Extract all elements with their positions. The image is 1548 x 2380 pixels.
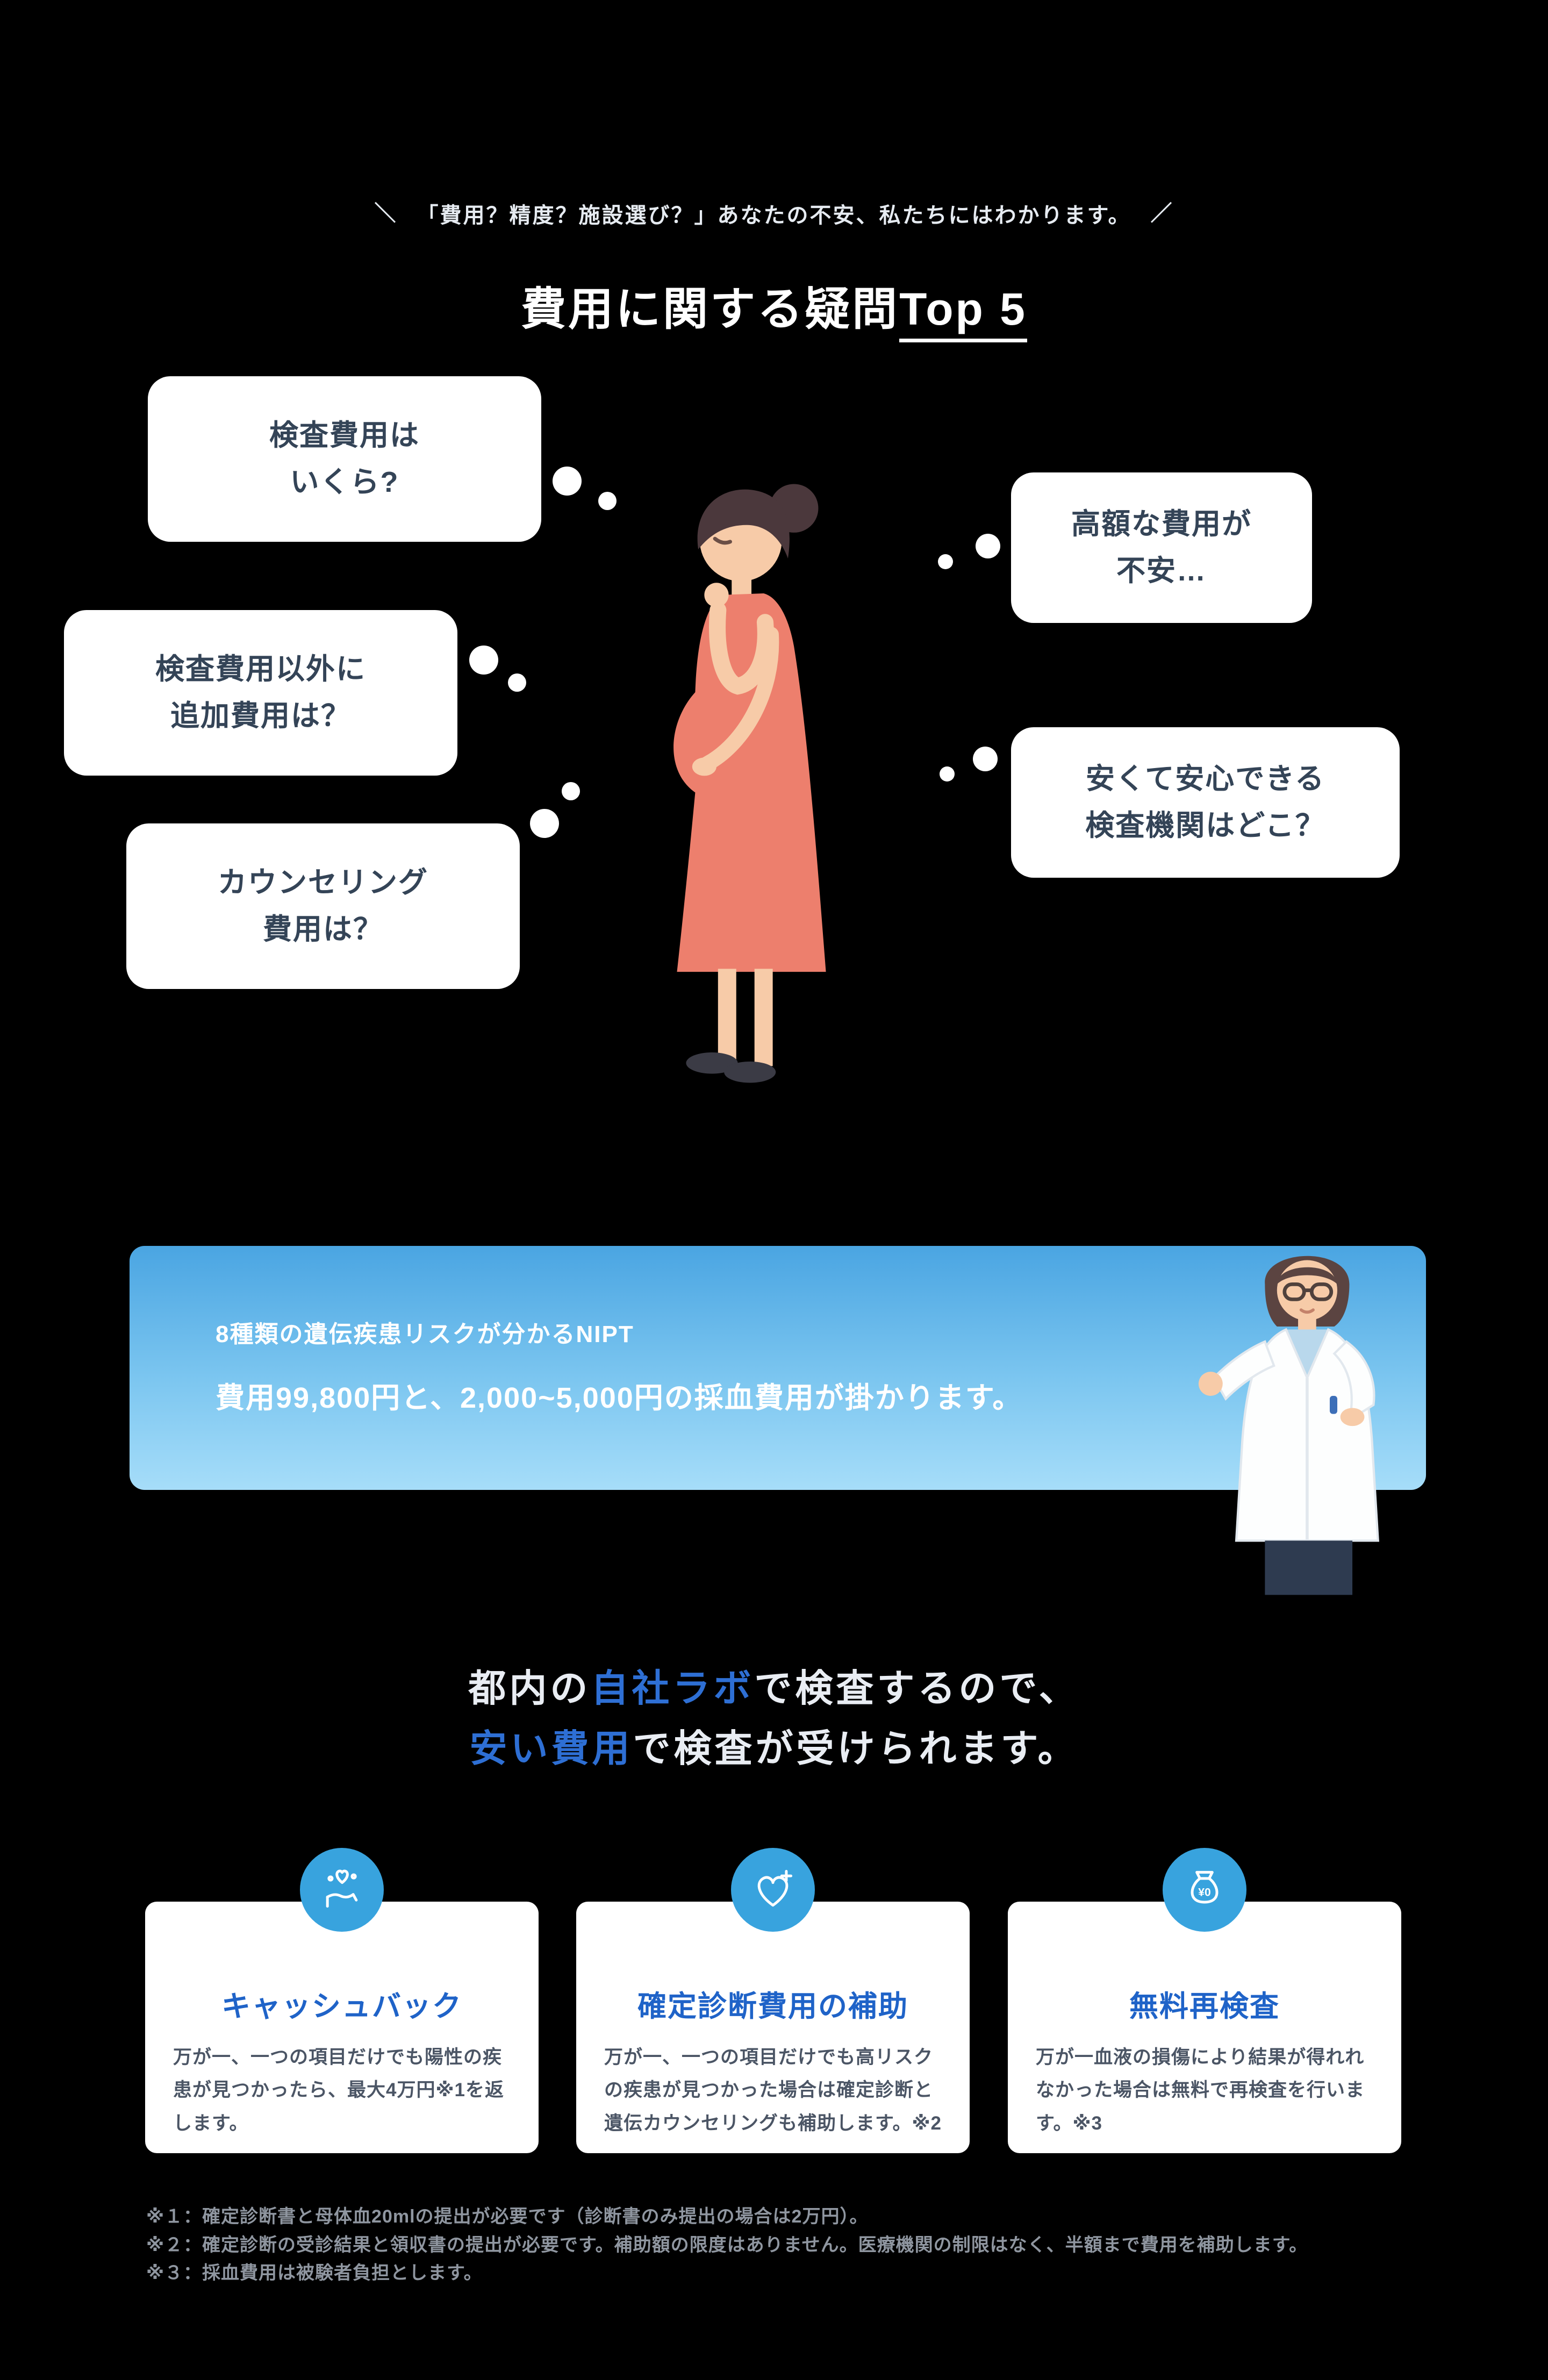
bubble-line: 検査費用は bbox=[269, 419, 420, 452]
footnote-2: ※２：確定診断の受診結果と領収書の提出が必要です。補助額の限度はありません。医療… bbox=[146, 2234, 1308, 2255]
headline-text: で検査するので、 bbox=[754, 1667, 1080, 1709]
bubble-line: いくら? bbox=[290, 466, 399, 498]
bubble-line: 不安… bbox=[1116, 555, 1207, 587]
thought-dot bbox=[469, 646, 498, 675]
benefit-card-cashback: キャッシュバック 万が一、一つの項目だけでも陽性の疾患が見つかったら、最大4万円… bbox=[145, 1848, 539, 2153]
headline-highlight: 安い費用 bbox=[469, 1727, 633, 1769]
pregnant-woman-illustration bbox=[673, 484, 826, 1083]
section-title-top5: Top 5 bbox=[899, 284, 1027, 342]
money-bag-icon: ¥0 bbox=[1163, 1848, 1246, 1932]
benefit-card-diagnosis-subsidy: 確定診断費用の補助 万が一、一つの項目だけでも高リスクの疾患が見つかった場合は確… bbox=[576, 1848, 970, 2153]
thought-dot bbox=[553, 467, 582, 496]
bubble-line: カウンセリング bbox=[218, 866, 428, 899]
bubble-line: 検査機関はどこ？ bbox=[1085, 809, 1325, 842]
lab-headline-line2: 安い費用で検査が受けられます。 bbox=[0, 1718, 1548, 1779]
bubble-line: 高額な費用が bbox=[1071, 508, 1252, 541]
thought-dot bbox=[508, 673, 526, 692]
bubble-line: 検査費用以外に bbox=[155, 653, 366, 686]
section-title: 費用に関する疑問Top 5 bbox=[0, 273, 1548, 342]
card-title: キャッシュバック bbox=[221, 1990, 462, 2023]
card-body: 万が一血液の損傷により結果が得れれなかった場合は無料で再検査を行います。※3 bbox=[1036, 2047, 1365, 2134]
money-bag-zero-label: ¥0 bbox=[1198, 1887, 1210, 1899]
headline-text: で検査が受けられます。 bbox=[633, 1727, 1079, 1769]
headline-text: 都内の bbox=[468, 1667, 591, 1709]
thought-bubble-cheap-safe: 安くて安心できる 検査機関はどこ？ bbox=[1011, 727, 1400, 878]
card-body: 万が一、一つの項目だけでも陽性の疾患が見つかったら、最大4万円※1を返します。 bbox=[173, 2047, 504, 2134]
thought-dot bbox=[530, 809, 559, 838]
cashback-hand-heart-icon bbox=[300, 1848, 384, 1932]
footnote-1: ※１：確定診断書と母体血20mlの提出が必要です（診断書のみ提出の場合は2万円）… bbox=[146, 2206, 869, 2227]
thought-dot bbox=[598, 492, 617, 510]
banner-line2: 費用99,800円と、2,000~5,000円の採血費用が掛かります。 bbox=[216, 1382, 1023, 1414]
tagline: ＼ 「費用？精度？施設選び？」あなたの不安、私たちにはわかります。 ／ bbox=[0, 198, 1548, 229]
footnotes: ※１：確定診断書と母体血20mlの提出が必要です（診断書のみ提出の場合は2万円）… bbox=[146, 2203, 1308, 2288]
thought-dot bbox=[938, 554, 953, 569]
footnote-3: ※３：採血費用は被験者負担とします。 bbox=[146, 2263, 483, 2284]
thought-dot bbox=[976, 534, 1000, 558]
bubble-line: 費用は？ bbox=[263, 913, 383, 945]
thought-dot bbox=[940, 766, 955, 782]
female-doctor-illustration bbox=[1198, 1256, 1379, 1595]
lab-headline-line1: 都内の自社ラボで検査するので、 bbox=[0, 1658, 1548, 1718]
thought-bubble-expensive-worry: 高額な費用が 不安… bbox=[1011, 472, 1312, 623]
headline-highlight: 自社ラボ bbox=[591, 1667, 755, 1709]
benefit-card-free-retest: ¥0 無料再検査 万が一血液の損傷により結果が得れれなかった場合は無料で再検査を… bbox=[1008, 1848, 1401, 2153]
section-title-prefix: 費用に関する疑問 bbox=[521, 284, 900, 334]
thought-dot bbox=[973, 747, 998, 771]
banner-line1: 8種類の遺伝疾患リスクが分かるNIPT bbox=[216, 1321, 634, 1347]
tagline-text: 「費用？精度？施設選び？」あなたの不安、私たちにはわかります。 bbox=[417, 204, 1131, 227]
bubble-line: 安くて安心できる bbox=[1085, 763, 1325, 795]
thought-bubble-exam-cost: 検査費用は いくら? bbox=[148, 376, 541, 542]
bubble-line: 追加費用は？ bbox=[170, 700, 351, 732]
tagline-right-slash-icon: ／ bbox=[1150, 202, 1174, 225]
heart-plus-icon bbox=[731, 1848, 815, 1932]
thought-bubble-counseling-cost: カウンセリング 費用は？ bbox=[126, 823, 520, 989]
thought-bubble-additional-cost: 検査費用以外に 追加費用は？ bbox=[64, 610, 457, 776]
tagline-left-slash-icon: ＼ bbox=[374, 202, 398, 225]
thought-dot bbox=[562, 782, 580, 800]
card-title: 無料再検査 bbox=[1129, 1990, 1280, 2023]
card-title: 確定診断費用の補助 bbox=[637, 1990, 908, 2023]
price-banner: 8種類の遺伝疾患リスクが分かるNIPT 費用99,800円と、2,000~5,0… bbox=[130, 1246, 1426, 1490]
lab-headline: 都内の自社ラボで検査するので、 安い費用で検査が受けられます。 bbox=[0, 1658, 1548, 1779]
card-body: 万が一、一つの項目だけでも高リスクの疾患が見つかった場合は確定診断と遺伝カウンセ… bbox=[604, 2047, 942, 2134]
